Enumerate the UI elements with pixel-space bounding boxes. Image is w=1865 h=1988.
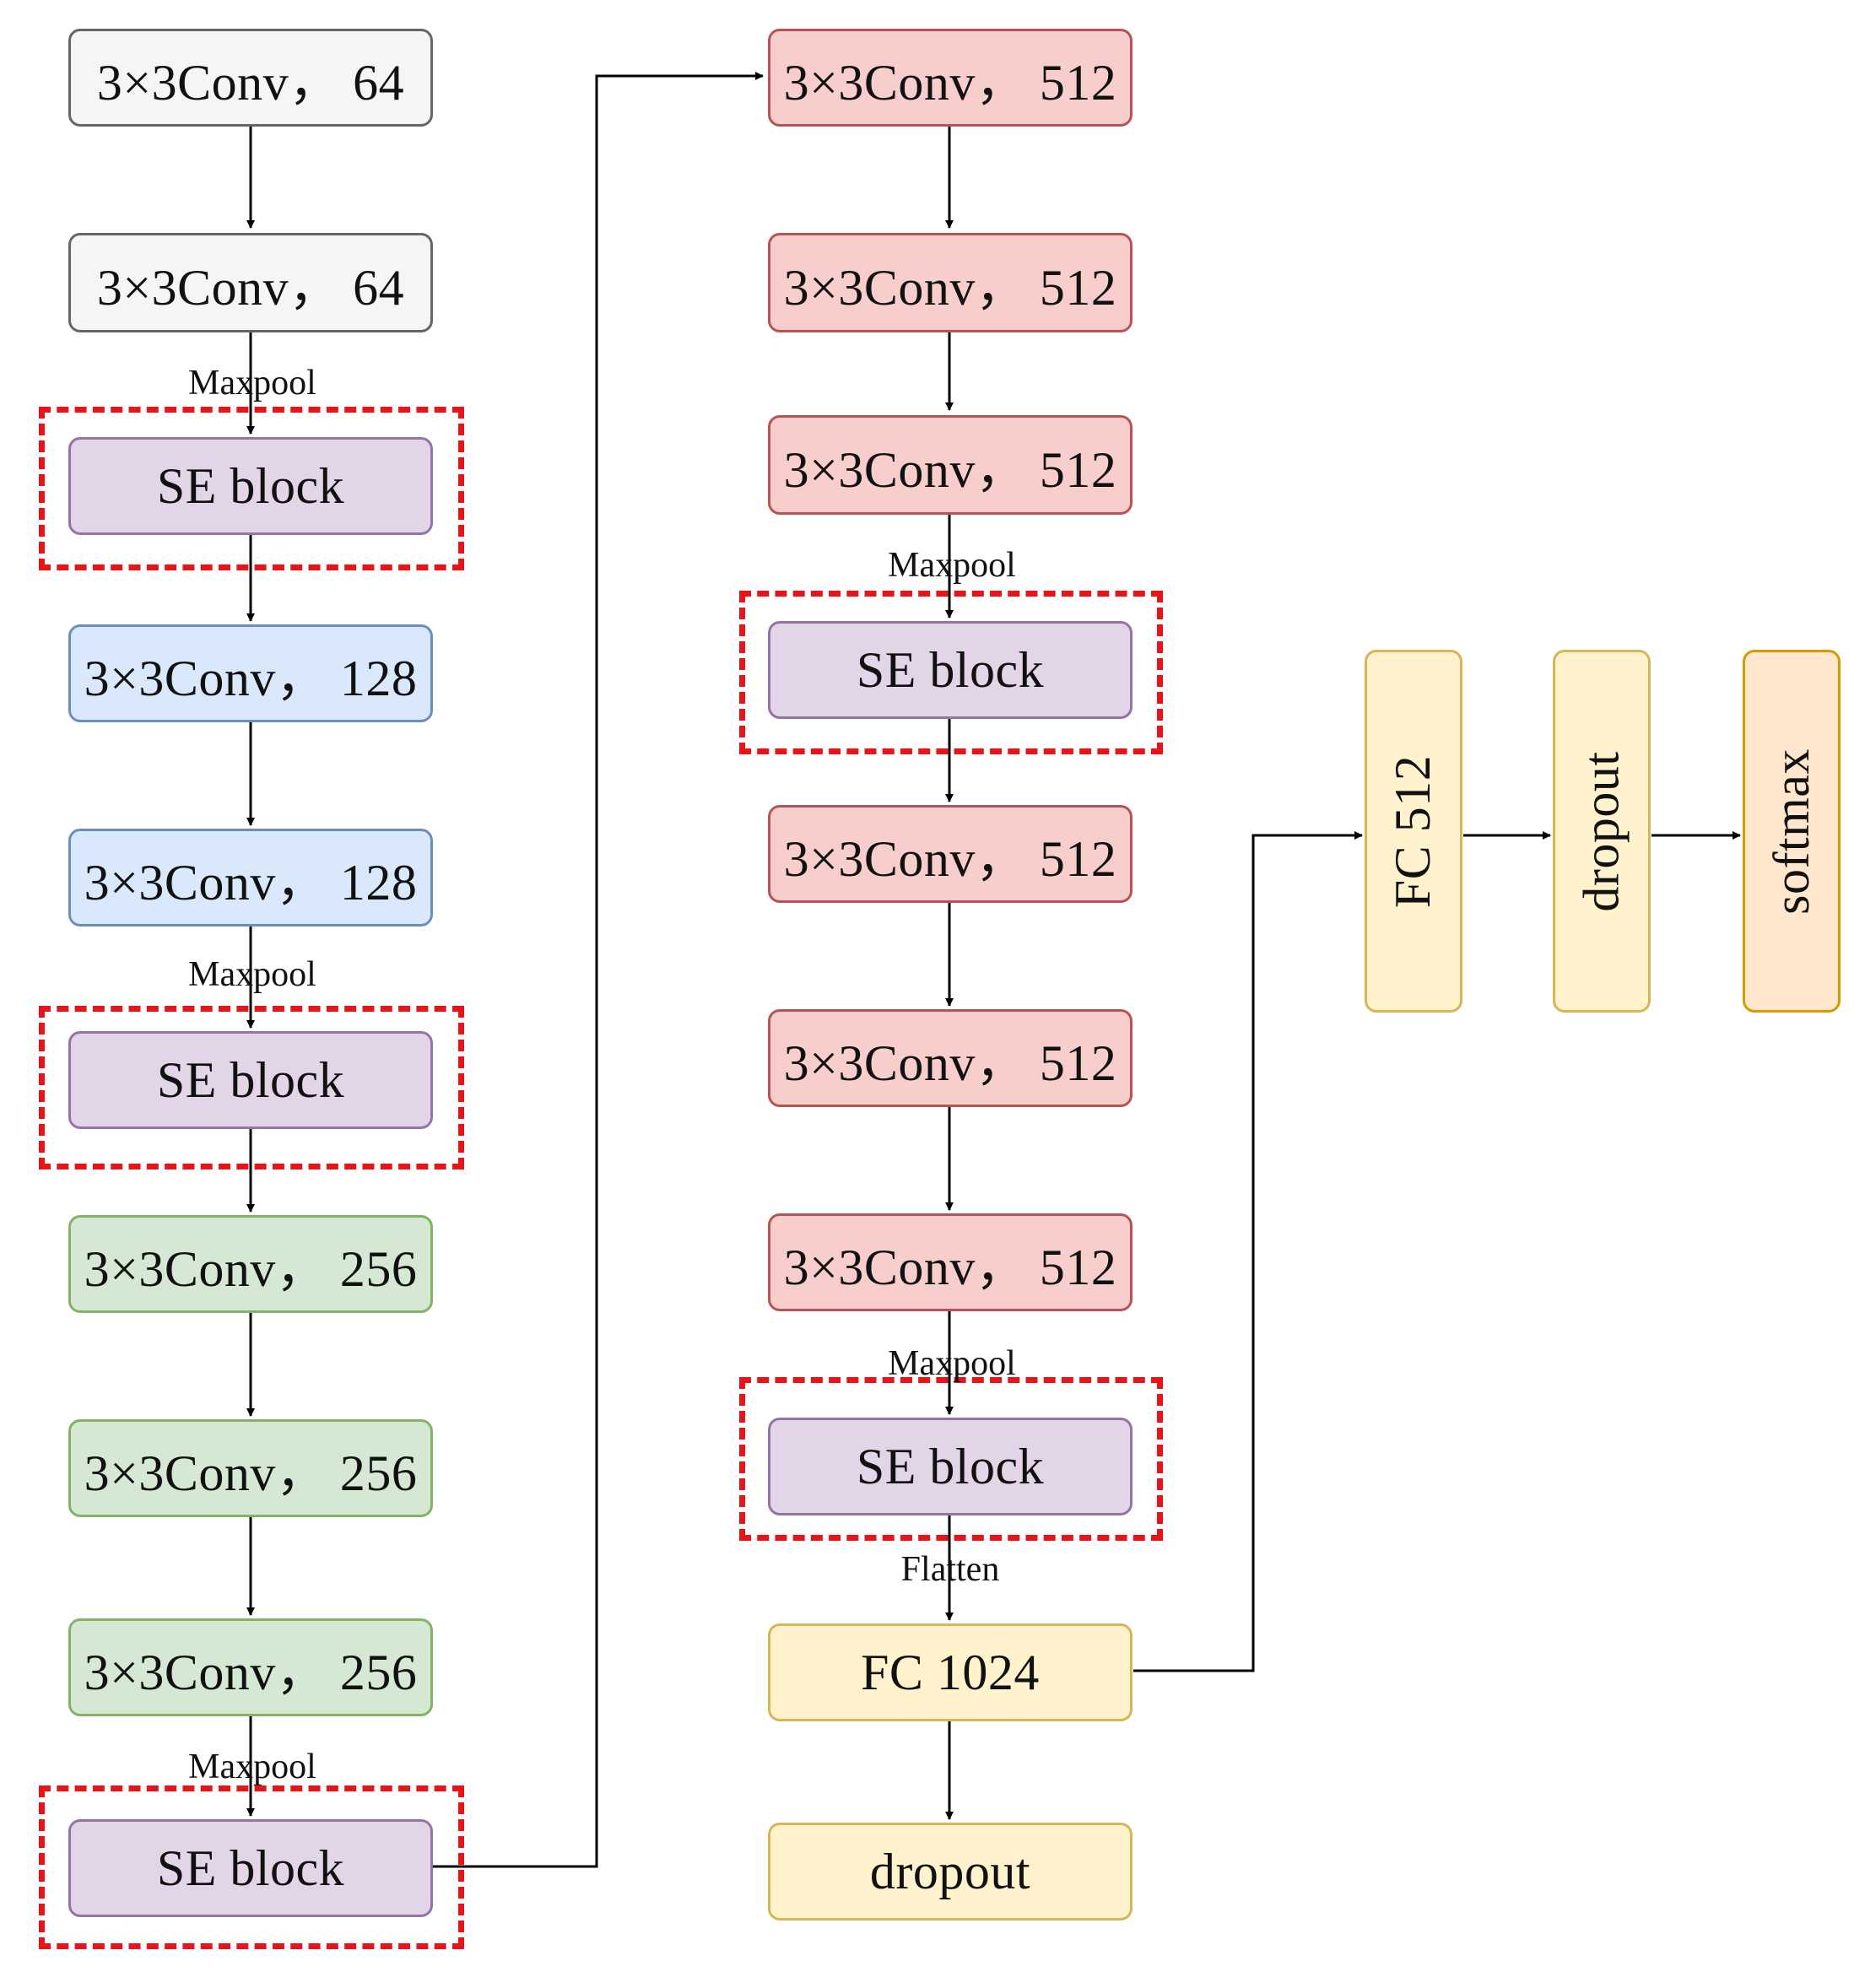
maxpool-label-5: Maxpool: [888, 1344, 1016, 1383]
softmax-node: softmax: [1743, 650, 1841, 1013]
se-block-node-5: SE block: [768, 1418, 1133, 1515]
maxpool-label-2: Maxpool: [188, 955, 316, 994]
edge-fc1024-to-fc512: [1133, 831, 1363, 1672]
dropout-node-1: dropout: [768, 1823, 1133, 1920]
fc512-node: FC 512: [1365, 650, 1462, 1013]
softmax-label: softmax: [1763, 748, 1819, 915]
conv512-node-2: 3×3Conv， 512: [768, 233, 1133, 332]
conv512-node-3: 3×3Conv， 512: [768, 415, 1133, 515]
conv128-node-1: 3×3Conv， 128: [68, 624, 433, 722]
dropout-2-label: dropout: [1573, 750, 1630, 912]
se-block-node-3: SE block: [68, 1819, 433, 1917]
fc512-label: FC 512: [1385, 754, 1441, 908]
se-highlight-box-4: [739, 591, 1163, 754]
se-highlight-box-3: [39, 1785, 464, 1949]
maxpool-label-3: Maxpool: [188, 1748, 316, 1786]
se-highlight-box-5: [739, 1377, 1163, 1541]
edge-se3-to-conv512-1: [432, 72, 764, 1868]
conv64-node-2: 3×3Conv， 64: [68, 233, 433, 332]
conv128-node-2: 3×3Conv， 128: [68, 829, 433, 926]
conv256-node-1: 3×3Conv， 256: [68, 1215, 433, 1313]
se-highlight-box-1: [39, 407, 464, 570]
conv512-node-4: 3×3Conv， 512: [768, 805, 1133, 903]
dropout-node-2: dropout: [1553, 650, 1651, 1013]
se-block-node-4: SE block: [768, 621, 1133, 719]
conv512-node-5: 3×3Conv， 512: [768, 1009, 1133, 1107]
se-block-node-2: SE block: [68, 1031, 433, 1129]
conv256-node-2: 3×3Conv， 256: [68, 1419, 433, 1517]
conv512-node-1: 3×3Conv， 512: [768, 29, 1133, 127]
conv256-node-3: 3×3Conv， 256: [68, 1618, 433, 1716]
conv64-node-1: 3×3Conv， 64: [68, 29, 433, 127]
conv512-node-6: 3×3Conv， 512: [768, 1213, 1133, 1311]
se-highlight-box-2: [39, 1006, 464, 1170]
flatten-label: Flatten: [900, 1550, 1000, 1589]
se-block-node-1: SE block: [68, 437, 433, 535]
fc1024-node: FC 1024: [768, 1623, 1133, 1721]
maxpool-label-4: Maxpool: [888, 546, 1016, 585]
maxpool-label-1: Maxpool: [188, 364, 316, 402]
